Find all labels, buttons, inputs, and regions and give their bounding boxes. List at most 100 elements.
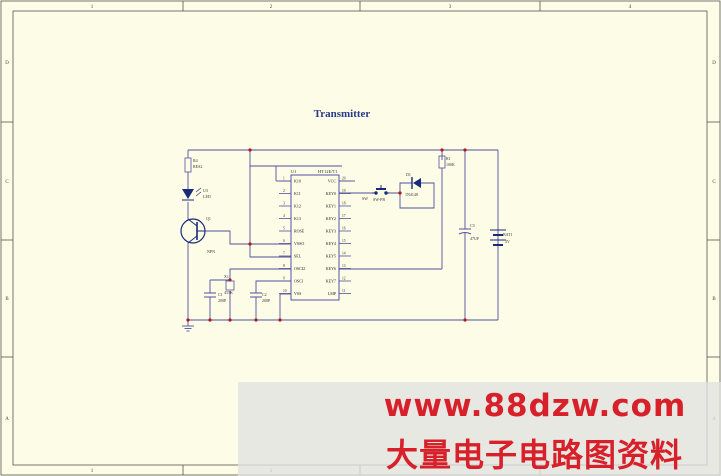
pin-number: 18: [342, 202, 346, 206]
col-label: 4: [629, 5, 632, 10]
pin-number: 8: [283, 264, 285, 268]
pin-name: K13: [294, 216, 301, 221]
r1-ref: R1: [446, 156, 451, 161]
diode-icon: D1 1N4148: [405, 172, 421, 197]
xtal-ref: X1: [224, 274, 229, 279]
row-label: D: [712, 61, 716, 66]
pin-number: 19: [342, 189, 346, 193]
pin-name: OSCI: [294, 279, 304, 284]
pin-number: 2: [283, 189, 285, 193]
pin-name: VSS: [294, 291, 301, 296]
pin-number: 13: [342, 264, 346, 268]
pin-name: VCC: [328, 179, 337, 184]
col-label: 2: [270, 5, 273, 10]
pin-name: K11: [294, 191, 301, 196]
row-label: A: [5, 417, 9, 422]
ic-body: [290, 174, 340, 301]
pin-number: 5: [283, 227, 285, 231]
resistor-r4: R4 RES2: [184, 157, 202, 173]
sw-ref: SW: [362, 196, 368, 201]
pin-name: OSCI2: [294, 266, 305, 271]
capacitor-c1: [204, 292, 216, 300]
d1-value: 1N4148: [405, 192, 418, 197]
pin-number: 14: [342, 252, 346, 256]
junctions: [186, 148, 467, 322]
pin-name: KEY2: [326, 216, 336, 221]
pin-name: K10: [294, 179, 301, 184]
pin-name: K12: [294, 204, 301, 209]
row-label: C: [5, 180, 9, 185]
capacitor-c2: [250, 292, 262, 300]
pin-number: 4: [283, 214, 285, 218]
capacitor-c3: [458, 224, 472, 236]
pin-number: 20: [342, 177, 346, 181]
r1-value: 100K: [446, 162, 455, 167]
pin-number: 10: [283, 289, 287, 293]
pin-number: 11: [342, 289, 346, 293]
battery-icon: [490, 229, 506, 246]
row-label: B: [5, 297, 9, 302]
q-value: NPN: [207, 249, 215, 254]
row-label: B: [712, 297, 716, 302]
pin-name: KEY5: [326, 254, 336, 259]
npn-transistor-icon: Q1 NPN: [180, 216, 215, 254]
c2-value: 200P: [262, 298, 271, 303]
q-ref: Q1: [206, 216, 211, 221]
led-ref: U3: [203, 188, 208, 193]
pin-name: KEY4: [326, 241, 336, 246]
pin-number: 1: [283, 177, 285, 181]
c1-ref: C1: [218, 292, 223, 297]
c3-ref: C3: [470, 223, 475, 228]
pin-number: 7: [283, 252, 285, 256]
col-label: 1: [91, 5, 94, 10]
resistor-r1: R1 100K: [438, 155, 455, 169]
pin-number: 9: [283, 277, 285, 281]
pin-name: KEY6: [326, 266, 336, 271]
c1-value: 200P: [218, 298, 227, 303]
pin-number: 15: [342, 239, 346, 243]
ground-symbol: [182, 325, 194, 332]
led-icon: U3 LED: [182, 187, 211, 201]
col-label: 3: [449, 5, 452, 10]
pin-name: ROSE: [294, 229, 305, 234]
pin-name: SEL: [294, 254, 302, 259]
sw-value: SW-PB: [373, 197, 385, 202]
push-button-icon: [372, 185, 389, 195]
pin-name: KEY3: [326, 229, 336, 234]
row-label: D: [5, 61, 9, 66]
bat-ref: BAT1: [503, 232, 513, 237]
ic-designator: U1: [291, 169, 297, 174]
pin-number: 3: [283, 202, 285, 206]
pin-name: KEY1: [326, 204, 336, 209]
pin-number: 16: [342, 227, 346, 231]
pin-number: 6: [283, 239, 285, 243]
row-label: C: [712, 180, 716, 185]
c2-ref: C2: [262, 292, 267, 297]
crystal-x1: X1 455K: [224, 274, 235, 295]
c3-value: 47UF: [470, 236, 480, 241]
pin-name: VSSO: [294, 241, 304, 246]
watermark-panel: [238, 382, 721, 476]
pin-name: LMP: [328, 291, 337, 296]
ic-part: HT12E/T1: [318, 169, 338, 174]
d1-ref: D1: [406, 172, 411, 177]
watermark-url: www.88dzw.com: [383, 388, 687, 424]
